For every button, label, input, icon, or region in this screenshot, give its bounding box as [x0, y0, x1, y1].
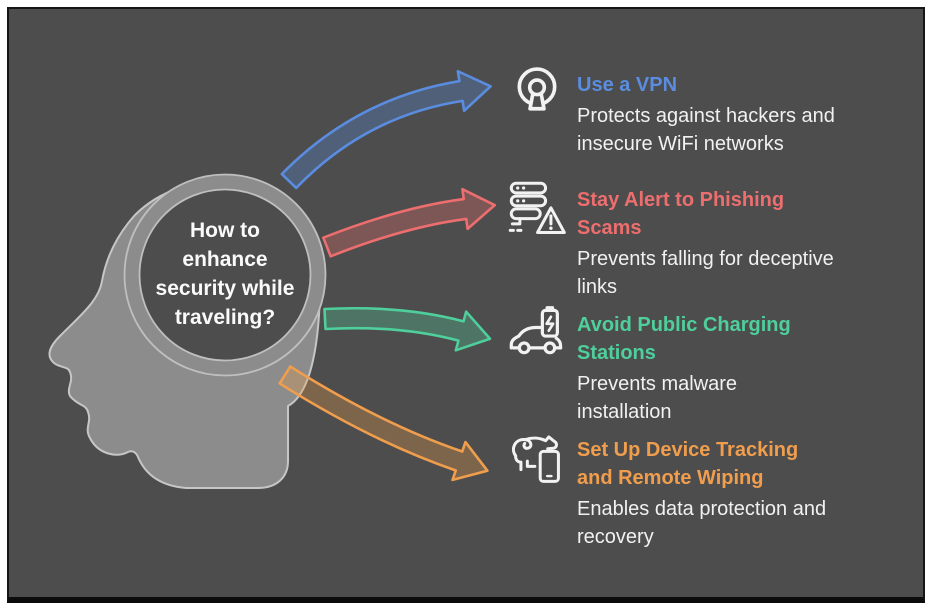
tip-item-charging: Avoid Public Charging Stations Prevents …: [507, 305, 887, 426]
question-text: How to enhance security while traveling?: [155, 219, 295, 329]
infographic-board: How to enhance security while traveling?…: [7, 7, 925, 603]
tip-item-tracking: Set Up Device Tracking and Remote Wiping…: [507, 430, 887, 551]
phishing-arrow: [322, 187, 497, 258]
tip-item-vpn: Use a VPN Protects against hackers and i…: [507, 60, 887, 158]
vpn-arrow: [280, 69, 492, 190]
item-title-vpn: Use a VPN: [577, 74, 678, 96]
item-description-tracking: Enables data protection and recovery: [577, 498, 827, 548]
item-description-vpn: Protects against hackers and insecure Wi…: [577, 105, 835, 155]
charging-arrow: [323, 306, 492, 352]
car-charging-icon: [507, 305, 567, 365]
server-warning-icon: [507, 180, 567, 240]
device-tracking-icon: [507, 430, 567, 490]
item-title-tracking: Set Up Device Tracking and Remote Wiping: [577, 439, 799, 489]
tracking-arrow: [278, 365, 489, 482]
diagram-canvas: [48, 69, 497, 489]
item-description-charging: Prevents malware installation: [577, 373, 738, 423]
item-title-phishing: Stay Alert to Phishing Scams: [577, 189, 785, 239]
tip-item-phishing: Stay Alert to Phishing Scams Prevents fa…: [507, 180, 887, 301]
vpn-keyhole-icon: [507, 60, 567, 120]
item-title-charging: Avoid Public Charging Stations: [577, 314, 791, 364]
arrows-layer: [278, 69, 497, 482]
item-description-phishing: Prevents falling for deceptive links: [577, 248, 834, 298]
brain-circle: [123, 173, 327, 377]
